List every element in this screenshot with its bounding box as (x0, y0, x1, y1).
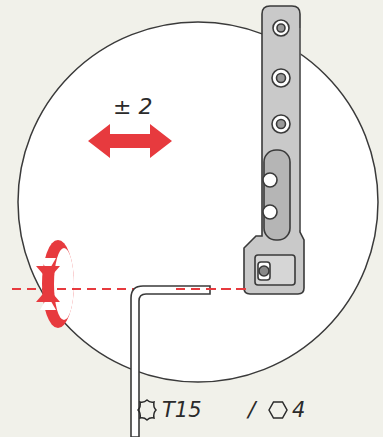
adjust-arrow (88, 124, 172, 158)
axis-line (12, 288, 246, 290)
hex-size: 4 (292, 400, 305, 421)
hex-symbol (269, 402, 287, 418)
adjust-range: ± 2 (113, 96, 152, 118)
torx-size: T15 (162, 400, 202, 421)
detail-circle (18, 22, 378, 382)
allen-key (131, 286, 246, 437)
rotation-symbol (36, 240, 74, 328)
torx-symbol (138, 400, 156, 420)
separator: / (248, 399, 255, 421)
hinge-part (244, 6, 304, 294)
